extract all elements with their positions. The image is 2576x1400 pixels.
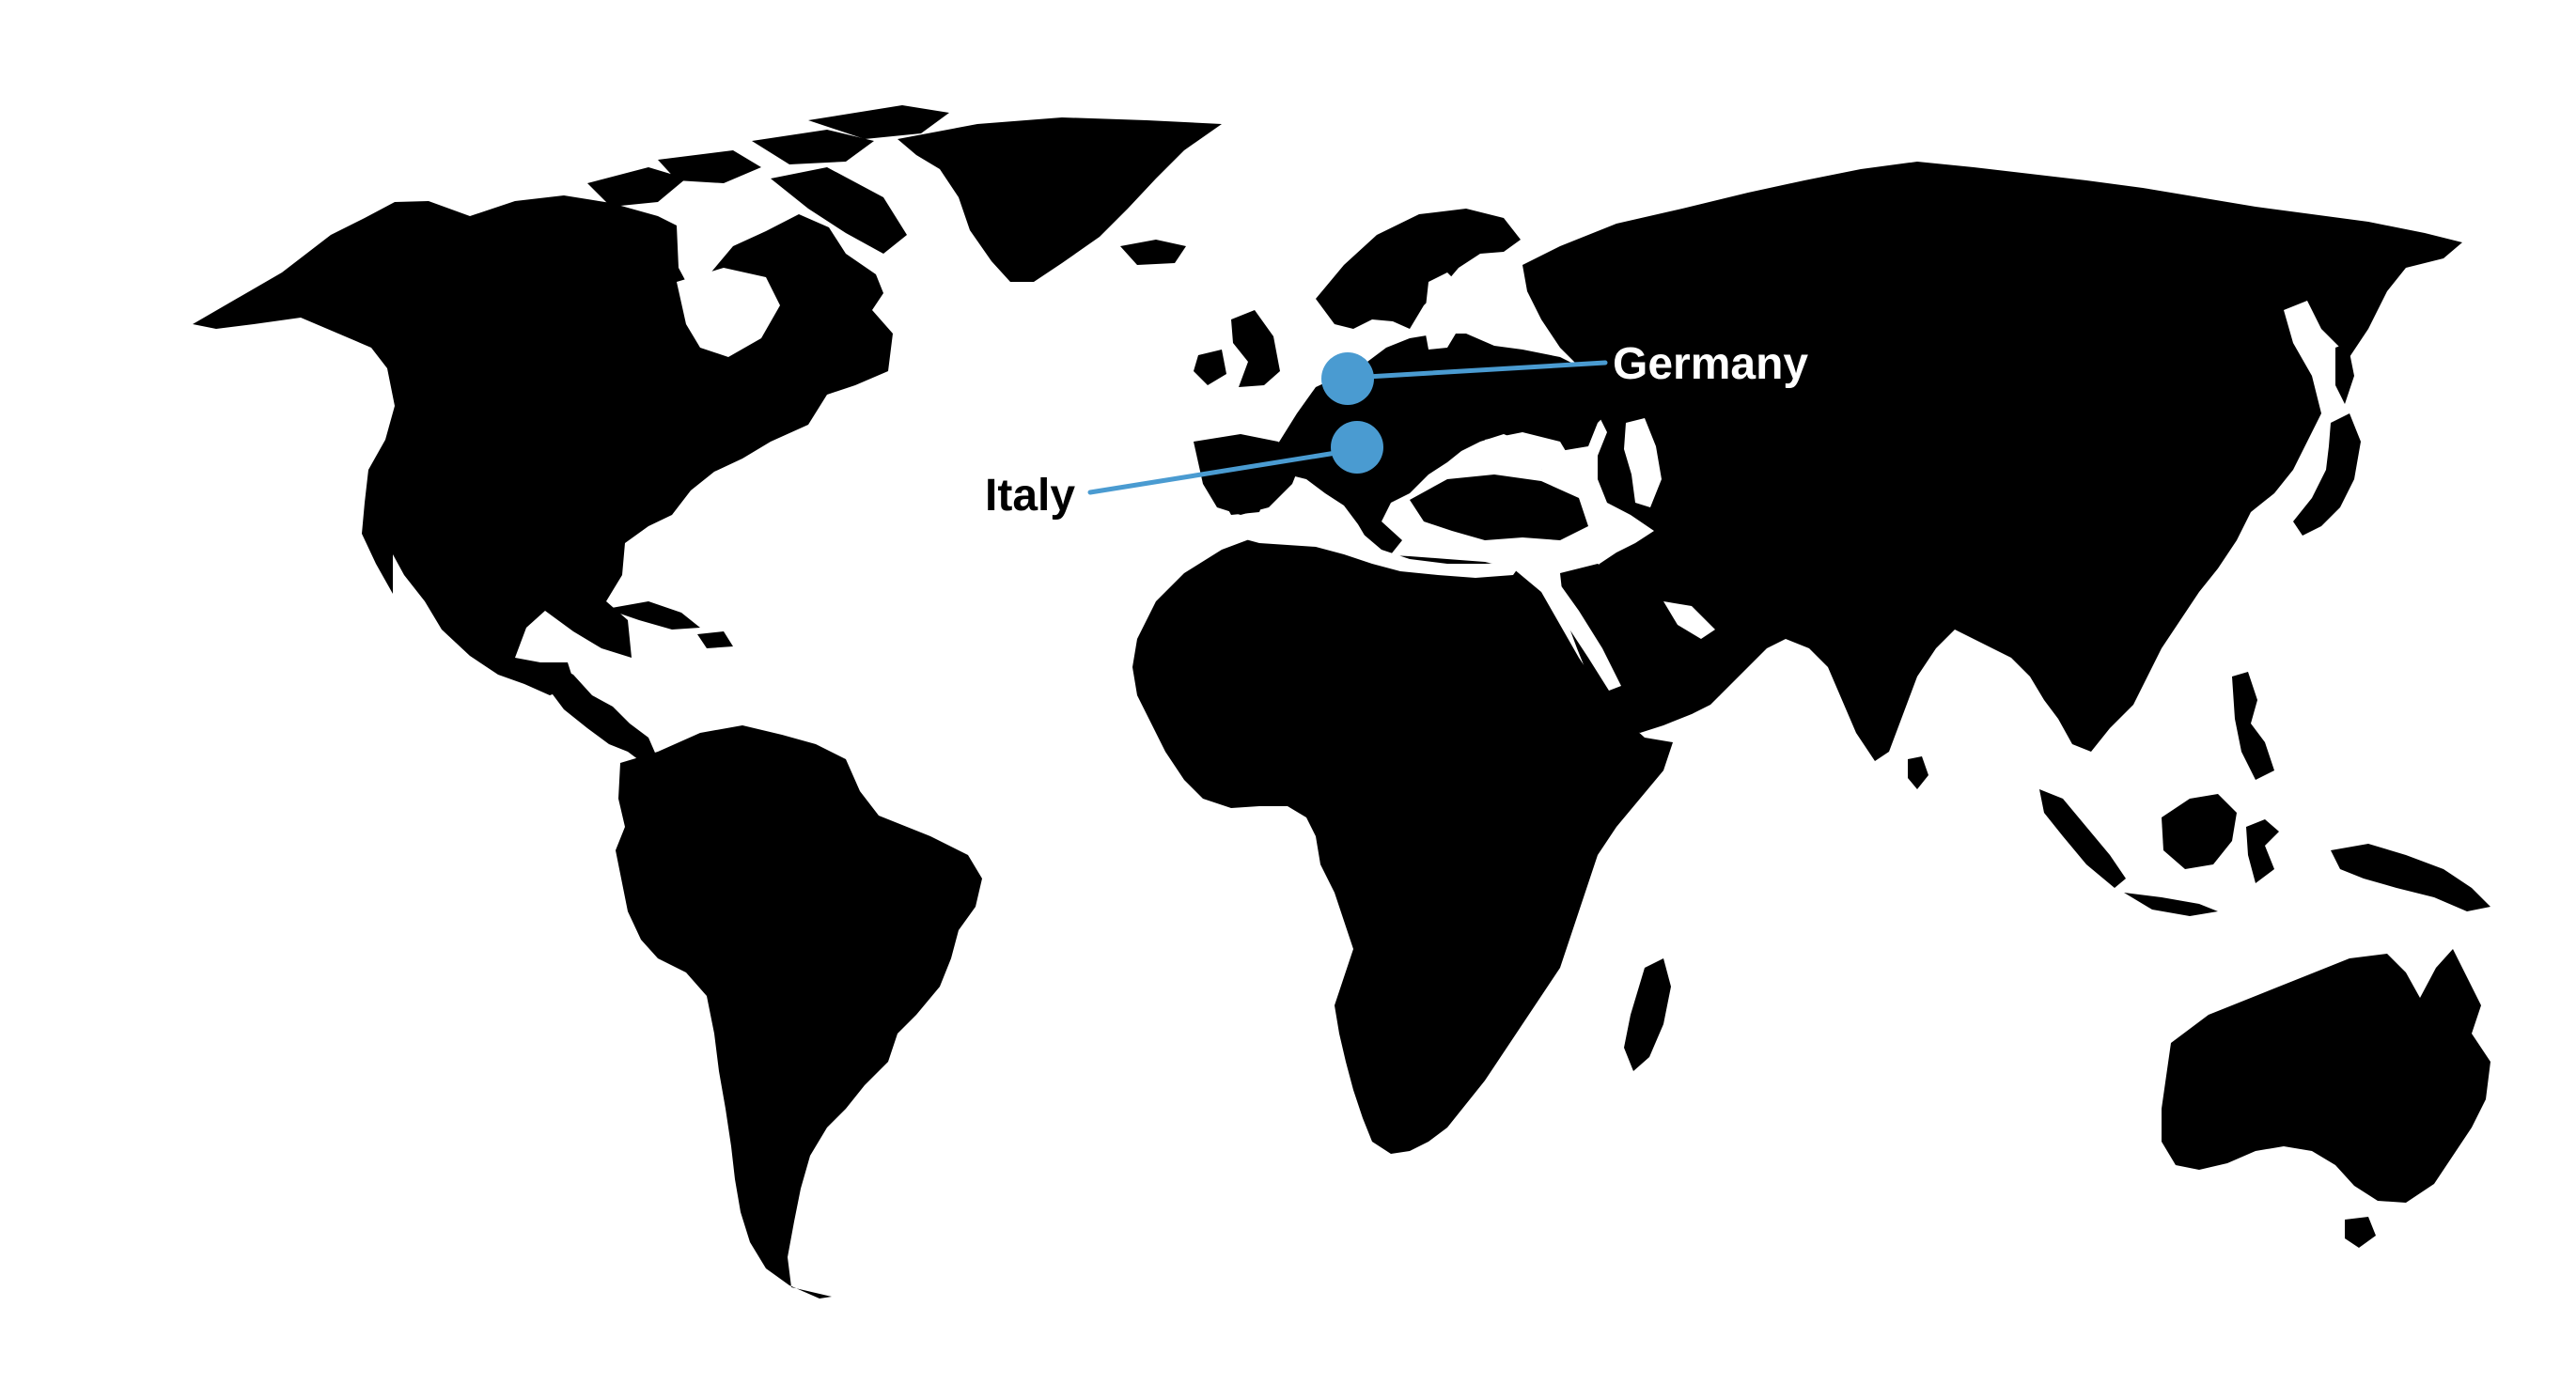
italy-label: Italy (985, 471, 1075, 521)
germany-marker[interactable]: Germany (1321, 339, 1808, 405)
black-sea (1485, 432, 1571, 470)
africa (1132, 531, 1673, 1154)
red-sea (1541, 578, 1621, 691)
madagascar (1624, 958, 1671, 1071)
germany-dot[interactable] (1321, 352, 1374, 405)
arctic-archipelago-2 (658, 150, 761, 183)
inland-water (677, 268, 1715, 691)
baltic-sea (1424, 272, 1466, 350)
markers-layer: Germany Italy (985, 339, 1808, 521)
iberia (1194, 434, 1302, 515)
australia (2162, 949, 2490, 1203)
borneo (2162, 794, 2237, 869)
greenland (898, 117, 1222, 282)
arctic-archipelago-1 (587, 167, 686, 207)
sulawesi (2246, 819, 2279, 883)
persian-gulf (1663, 601, 1715, 639)
great-britain (1231, 310, 1280, 387)
italy-leader-line (1087, 447, 1356, 495)
new-guinea (2331, 844, 2490, 911)
iceland (1120, 240, 1186, 265)
germany-leader-line (1349, 360, 1608, 381)
japan (2293, 413, 2361, 536)
germany-label: Germany (1613, 339, 1808, 389)
sakhalin (2335, 343, 2354, 404)
arabian-peninsula (1560, 564, 1729, 733)
philippines (2232, 672, 2274, 780)
north-america (193, 195, 893, 695)
central-america (550, 662, 658, 766)
europe (1222, 334, 1616, 554)
sri-lanka (1908, 756, 1928, 789)
italy-dot[interactable] (1331, 421, 1383, 474)
land-masses (193, 105, 2490, 1299)
asia (1522, 162, 2462, 761)
anatolia (1410, 474, 1588, 540)
java (2124, 893, 2218, 916)
cuba (606, 601, 700, 630)
scandinavia (1316, 209, 1521, 329)
arctic-archipelago-3 (752, 130, 874, 164)
baffin-island (771, 167, 907, 254)
hudson-bay (677, 268, 780, 357)
tasmania (2345, 1217, 2376, 1248)
mediterranean-sea (1239, 506, 1522, 578)
italy-marker[interactable]: Italy (985, 421, 1383, 521)
hispaniola (697, 631, 733, 648)
ireland (1194, 350, 1226, 385)
south-america (616, 725, 982, 1299)
ellesmere-island (808, 105, 949, 139)
sumatra (2039, 789, 2126, 888)
caspian-sea (1624, 418, 1662, 507)
